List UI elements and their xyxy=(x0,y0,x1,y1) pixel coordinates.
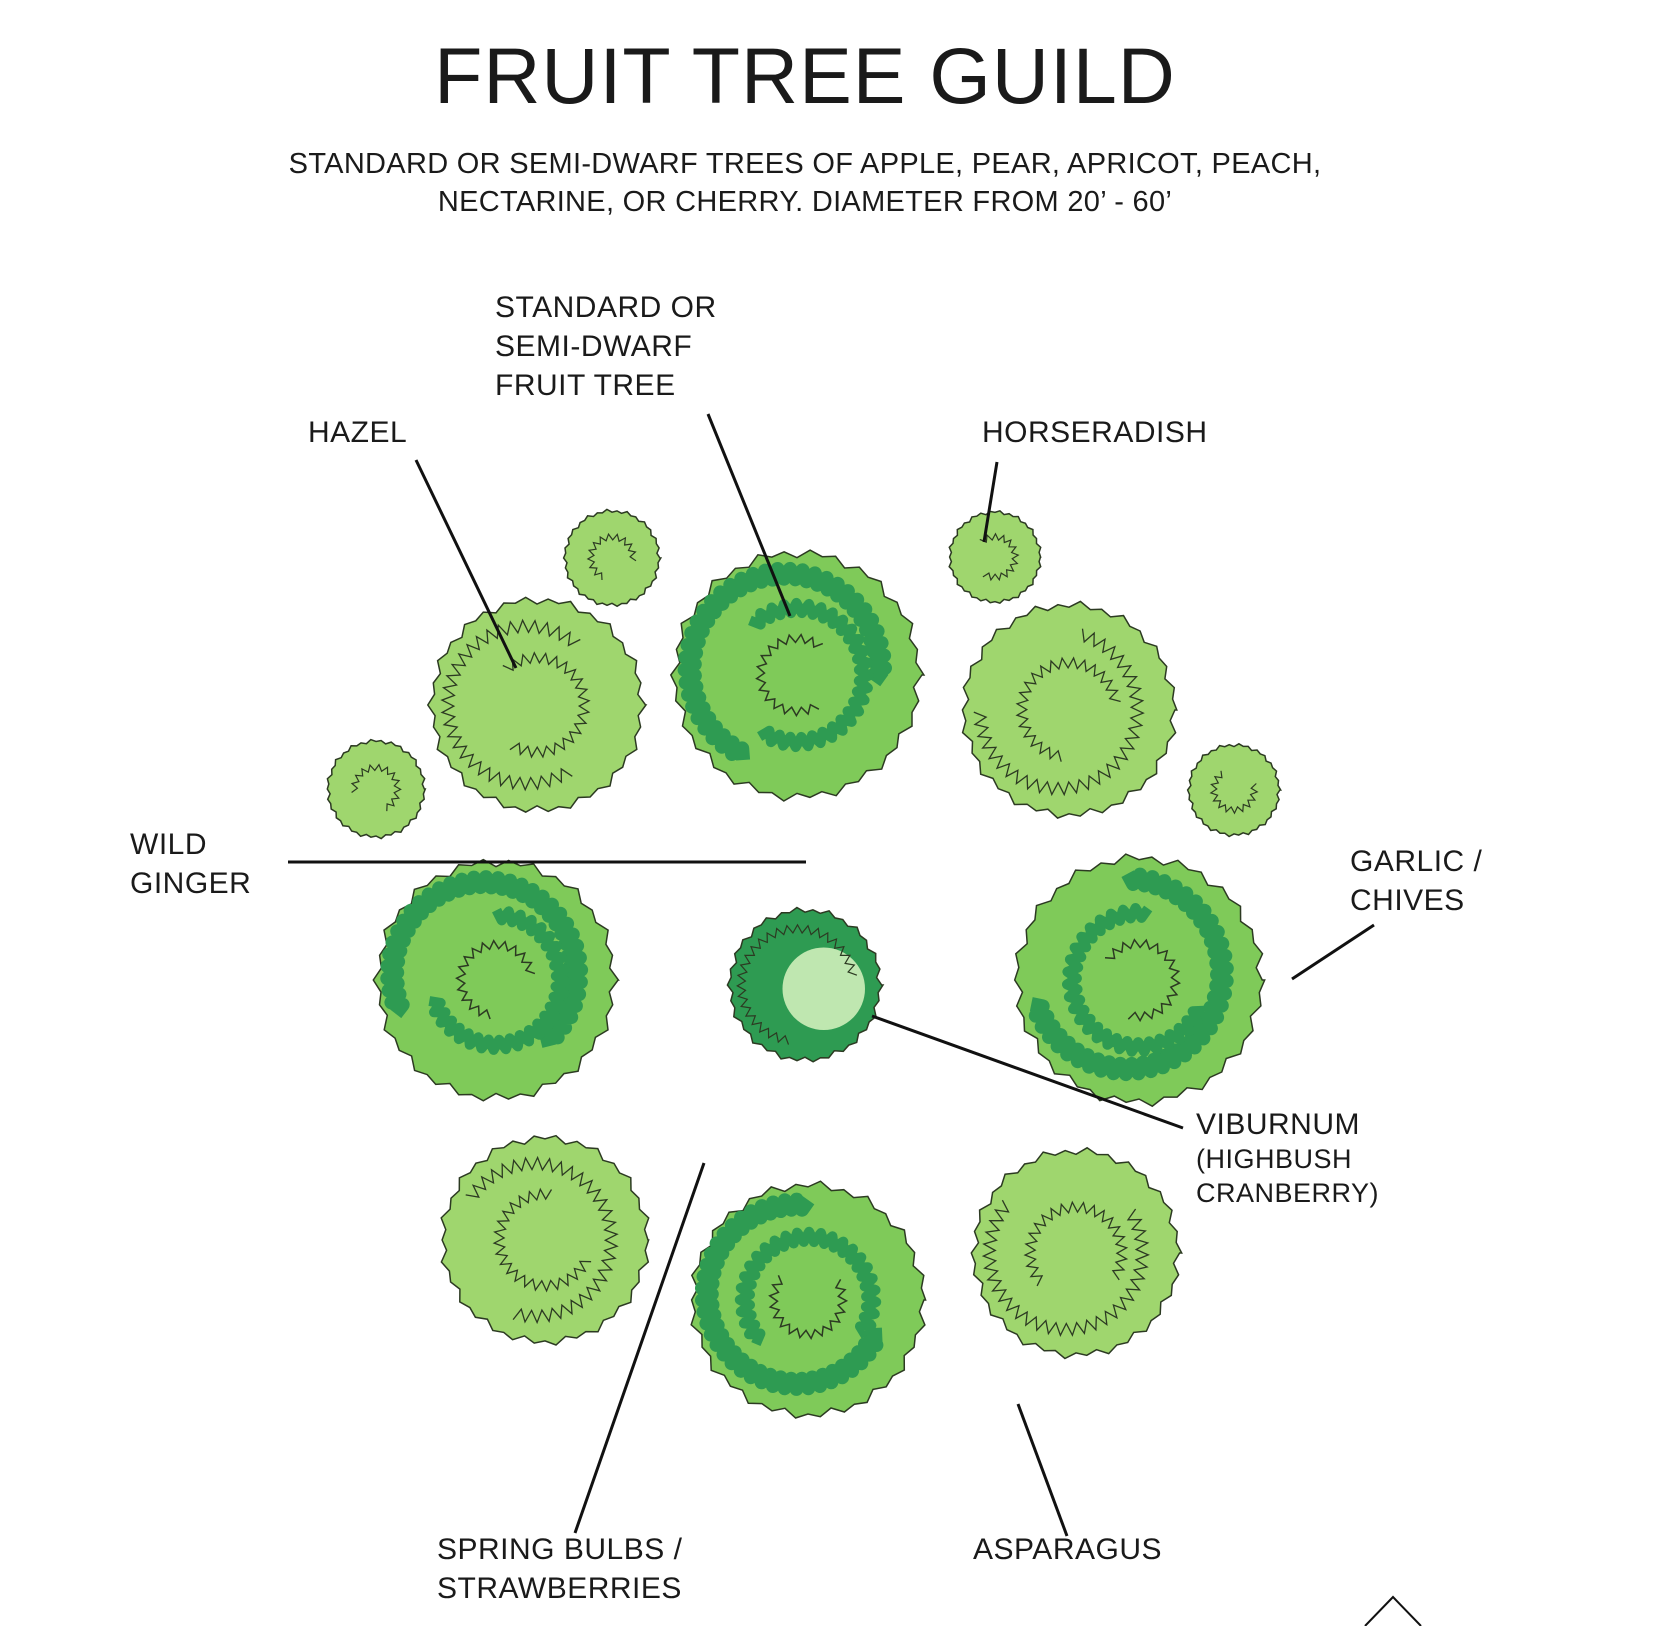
fruit-tree-plant xyxy=(669,549,926,802)
label-asparagus: ASPARAGUS xyxy=(973,1533,1162,1566)
leader-viburnum xyxy=(871,1014,1184,1130)
label-garlic-chives-line-1: GARLIC / xyxy=(1350,845,1483,878)
leader-fruit-tree xyxy=(706,413,792,617)
label-wild-ginger: WILD GINGER xyxy=(130,825,251,903)
label-viburnum-sub: (HIGHBUSH CRANBERRY) xyxy=(1196,1142,1379,1210)
label-wild-ginger-line-2: GINGER xyxy=(130,867,252,900)
label-viburnum-sub-line-1: (HIGHBUSH xyxy=(1196,1144,1353,1174)
leader-garlic-chives xyxy=(1291,923,1375,981)
subtitle-line-1: STANDARD OR SEMI-DWARF TREES OF APPLE, P… xyxy=(288,148,1322,180)
label-spring-bulbs: SPRING BULBS / STRAWBERRIES xyxy=(437,1530,682,1608)
page-title: FRUIT TREE GUILD xyxy=(434,31,1176,120)
label-wild-ginger-line-1: WILD xyxy=(130,828,207,861)
label-hazel: HAZEL xyxy=(308,416,408,449)
label-fruit-tree: STANDARD OR SEMI-DWARF FRUIT TREE xyxy=(495,288,717,405)
label-horseradish: HORSERADISH xyxy=(982,416,1208,449)
plant-group xyxy=(326,508,1283,1419)
label-garlic-chives: GARLIC / CHIVES xyxy=(1350,842,1482,920)
leader-horseradish xyxy=(982,461,999,543)
label-viburnum-sub-line-2: CRANBERRY) xyxy=(1196,1178,1380,1208)
label-fruit-tree-line-1: STANDARD OR xyxy=(495,291,717,324)
label-garlic-chives-line-2: CHIVES xyxy=(1350,884,1465,917)
wild-ginger-plant xyxy=(372,858,620,1102)
small-shrub-left xyxy=(326,738,427,840)
triangle-icon xyxy=(1364,1595,1422,1626)
leader-spring-bulbs xyxy=(573,1162,706,1534)
garlic-chives-plant xyxy=(1013,853,1266,1108)
asparagus-plant xyxy=(970,1146,1183,1360)
leader-asparagus xyxy=(1016,1403,1069,1537)
label-viburnum: VIBURNUM xyxy=(1196,1108,1361,1141)
small-shrub-right xyxy=(1186,742,1283,838)
small-shrub-top-left xyxy=(562,508,663,608)
subtitle-line-2: NECTARINE, OR CHERRY. DIAMETER FROM 20’ … xyxy=(437,186,1173,218)
viburnum-plant xyxy=(726,906,885,1063)
leader-hazel xyxy=(414,459,518,669)
shrub-bottom-center xyxy=(690,1180,927,1419)
hazel-plant xyxy=(426,596,648,813)
shrub-top-right xyxy=(961,600,1178,819)
label-spring-bulbs-line-1: SPRING BULBS / xyxy=(437,1533,683,1566)
horseradish-plant xyxy=(948,509,1042,605)
label-fruit-tree-line-2: SEMI-DWARF xyxy=(495,330,693,363)
label-fruit-tree-line-3: FRUIT TREE xyxy=(495,369,676,402)
leader-lines xyxy=(288,413,1375,1537)
label-spring-bulbs-line-2: STRAWBERRIES xyxy=(437,1572,682,1605)
shrub-bottom-left xyxy=(440,1134,650,1346)
